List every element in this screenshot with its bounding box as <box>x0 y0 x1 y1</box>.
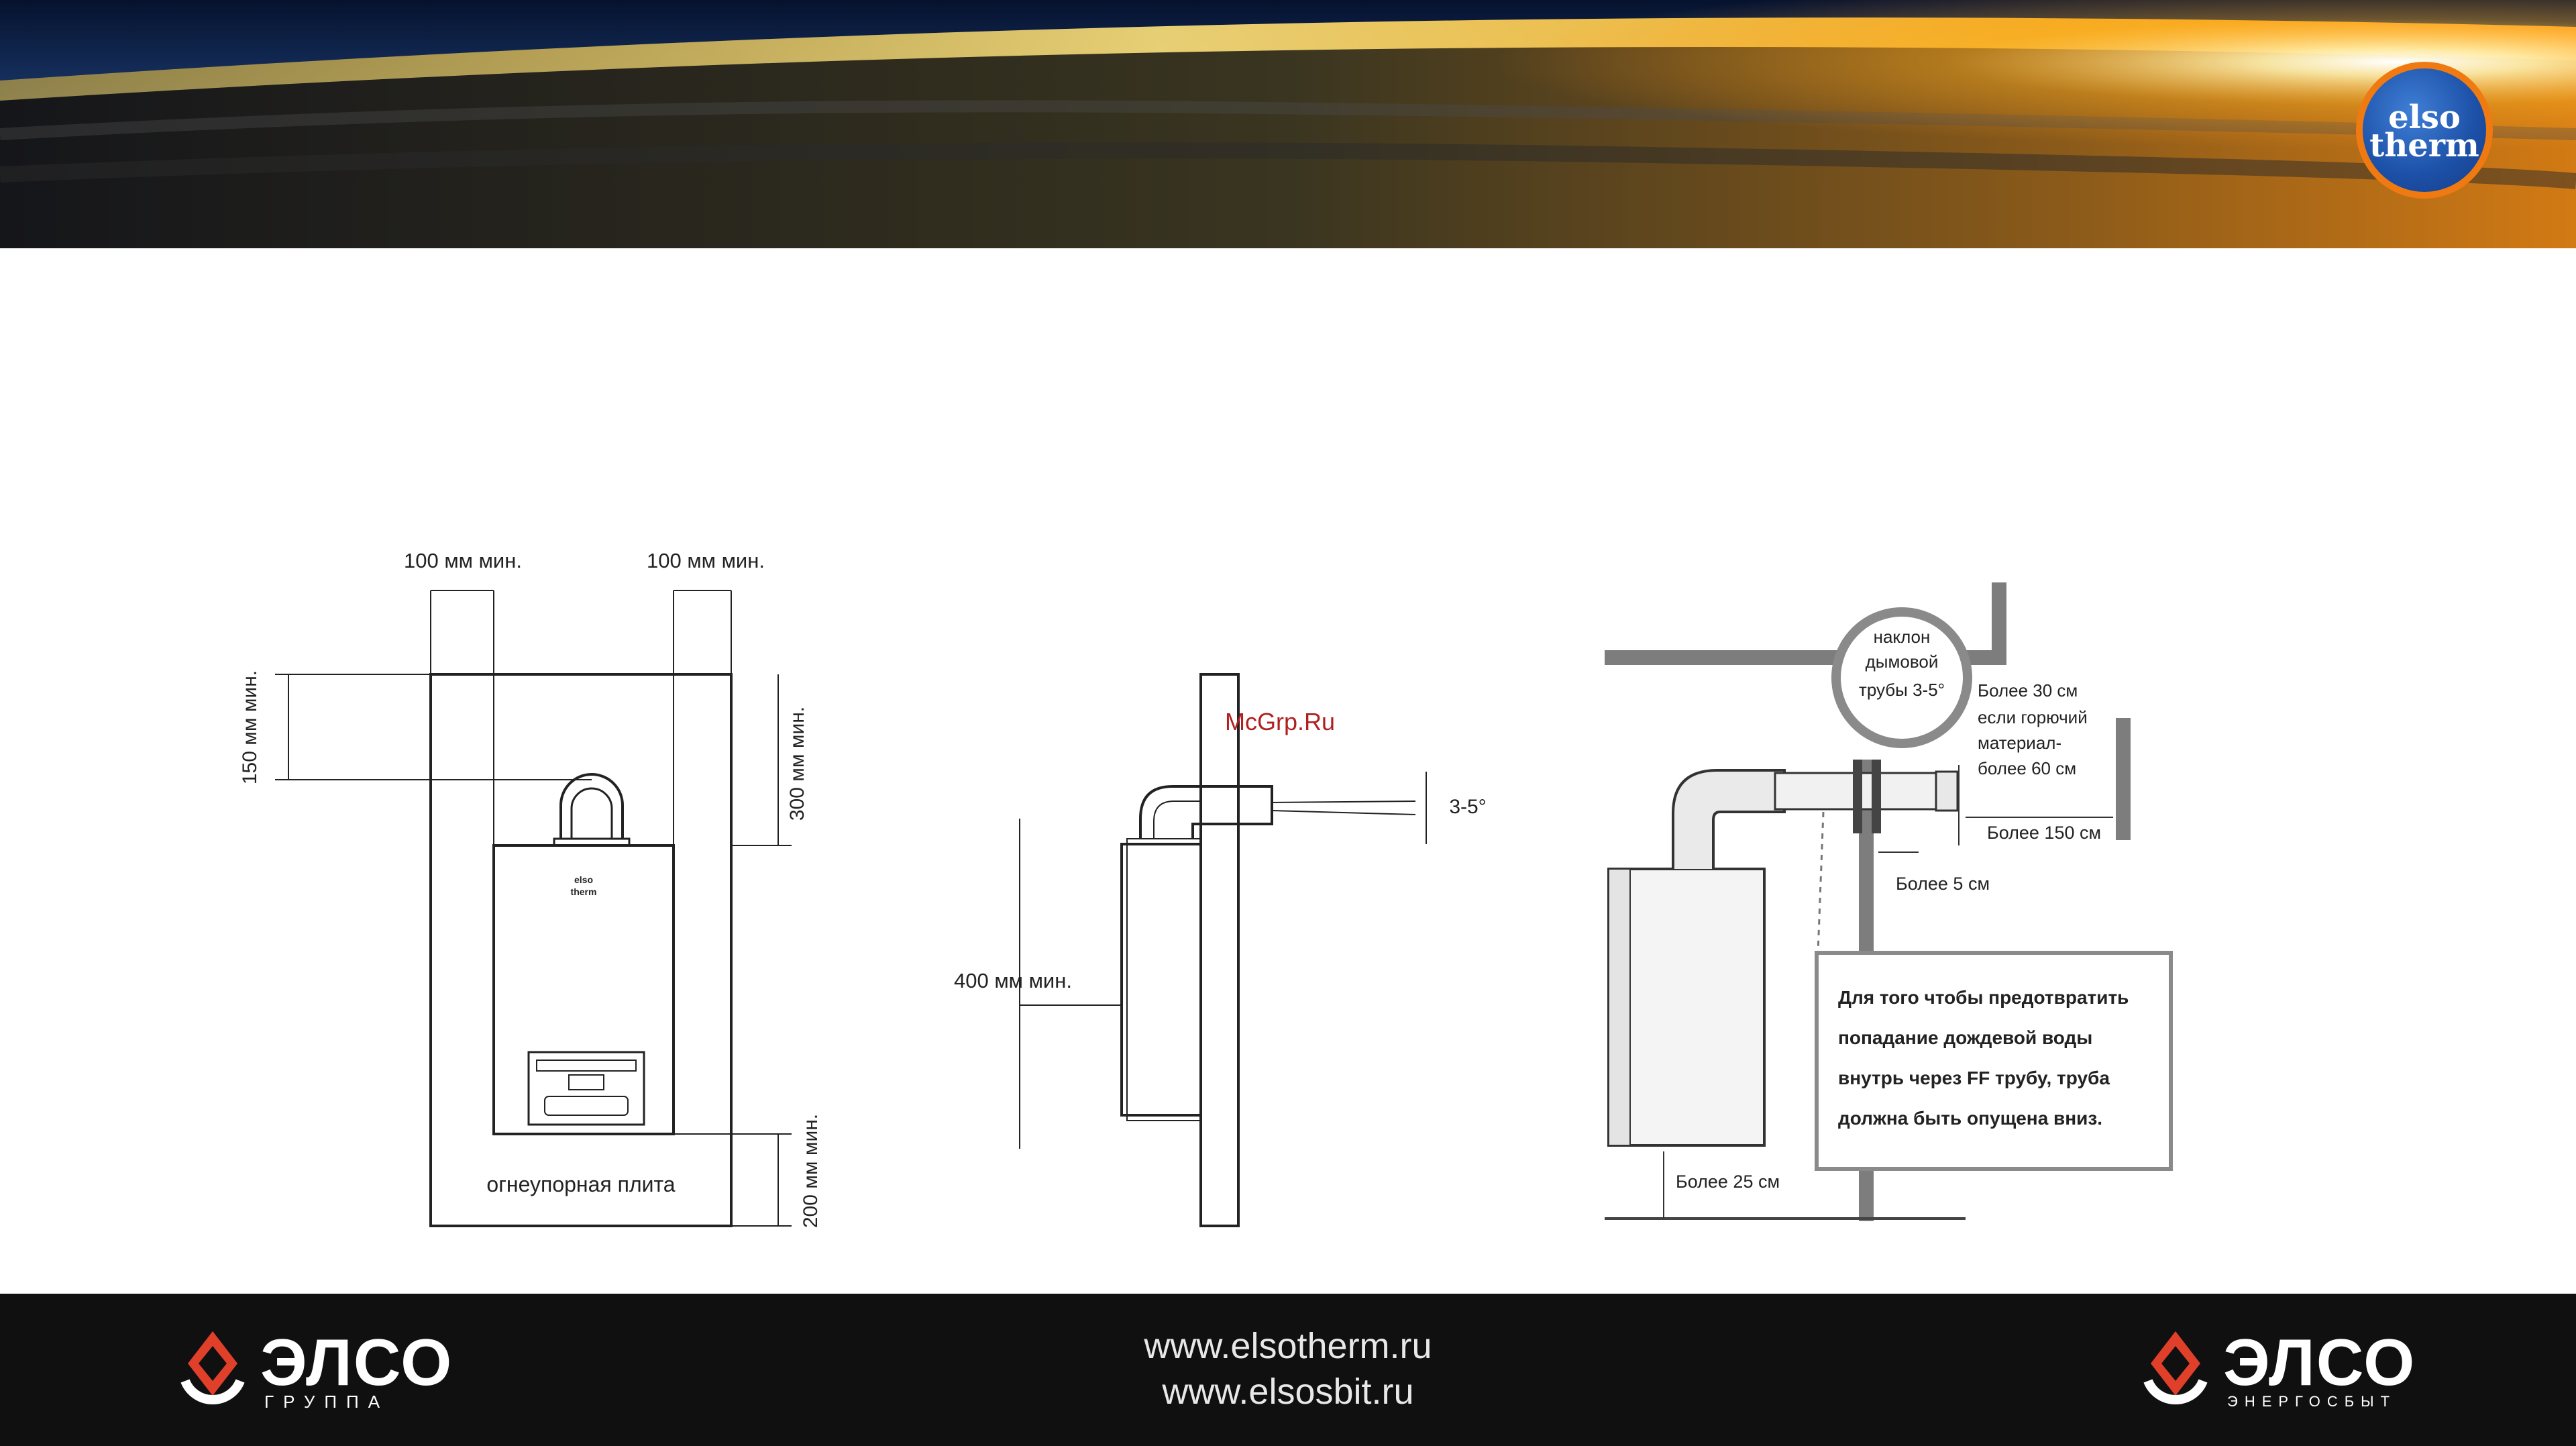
dim-front-label: 400 мм мин. <box>954 969 1072 992</box>
rain-note-line3: внутрь через FF трубу, труба <box>1838 1068 2110 1088</box>
footer-urls: www.elsotherm.ru www.elsosbit.ru <box>1006 1323 1570 1414</box>
flue-pipe-side <box>1139 785 1273 839</box>
note-30-line3: материал- <box>1978 733 2061 753</box>
rain-note-line2: попадание дождевой воды <box>1838 1027 2092 1048</box>
elso-flame-icon <box>180 1331 245 1405</box>
right-brand-name: ЭЛСО <box>2223 1325 2416 1399</box>
fireproof-plate <box>429 673 733 1227</box>
slope-bubble <box>1831 607 1972 748</box>
plate-label: огнеупорная плита <box>486 1172 675 1196</box>
elso-flame-icon-right <box>2143 1331 2208 1405</box>
right-brand-sub: ЭНЕРГОСБЫТ <box>2227 1393 2397 1410</box>
installation-diagrams: 100 мм мин. 100 мм мин. 150 мм мин. 300 … <box>239 549 2173 1228</box>
bubble-text-3: трубы 3-5° <box>1859 680 1945 700</box>
control-panel <box>527 1051 645 1126</box>
url-elsosbit[interactable]: www.elsosbit.ru <box>1162 1372 1414 1412</box>
footer: ЭЛСО ГРУППА www.elsotherm.ru www.elsosbi… <box>0 1294 2576 1446</box>
wall <box>1199 673 1240 1227</box>
rain-note-box <box>1815 951 2173 1171</box>
front-clearance-diagram <box>275 590 792 1227</box>
elsotherm-logo: elso therm <box>2356 62 2493 199</box>
flue-outlet <box>559 773 624 839</box>
boiler-brand-1: elso <box>574 874 593 885</box>
bubble-text-1: наклон <box>1874 627 1931 647</box>
note-30-line2: если горючий <box>1978 707 2088 727</box>
watermark: McGrp.Ru <box>1225 708 1336 735</box>
installation-diagram <box>1605 582 2173 1221</box>
note-150-label: Более 150 см <box>1987 823 2101 843</box>
boiler-install <box>1607 868 1766 1147</box>
boiler-side <box>1120 843 1202 1117</box>
dim-right-label: 100 мм мин. <box>647 549 765 572</box>
rain-note-line4: должна быть опущена вниз. <box>1838 1108 2102 1129</box>
left-brand-sub: ГРУППА <box>264 1392 390 1412</box>
dim-top-label: 150 мм мин. <box>239 670 261 784</box>
earth-horizon-image <box>0 0 2576 248</box>
note-5-label: Более 5 см <box>1896 874 1990 894</box>
logo-text-line1: elso <box>2388 99 2461 136</box>
rain-note-line1: Для того чтобы предотвратить <box>1838 987 2129 1008</box>
dim-left-label: 100 мм мин. <box>404 549 522 572</box>
note-30-line4: более 60 см <box>1978 758 2076 778</box>
header-banner: elso therm <box>0 0 2576 248</box>
boiler-brand-2: therm <box>571 886 597 897</box>
side-view-diagram <box>1019 673 1427 1227</box>
logo-text-line2: therm <box>2369 127 2479 164</box>
dim-bottom-label: 200 мм мин. <box>800 1114 822 1228</box>
ceiling <box>1605 582 2006 665</box>
note-30-line1: Более 30 см <box>1978 680 2078 701</box>
bubble-text-2: дымовой <box>1866 652 1939 672</box>
left-brand-name: ЭЛСО <box>260 1325 453 1399</box>
dim-upper-right-label: 300 мм мин. <box>786 707 808 821</box>
url-elsotherm[interactable]: www.elsotherm.ru <box>1144 1326 1432 1366</box>
flue-elbow <box>1672 769 1786 869</box>
note-25-label: Более 25 см <box>1676 1172 1780 1192</box>
slope-label: 3-5° <box>1449 796 1486 818</box>
